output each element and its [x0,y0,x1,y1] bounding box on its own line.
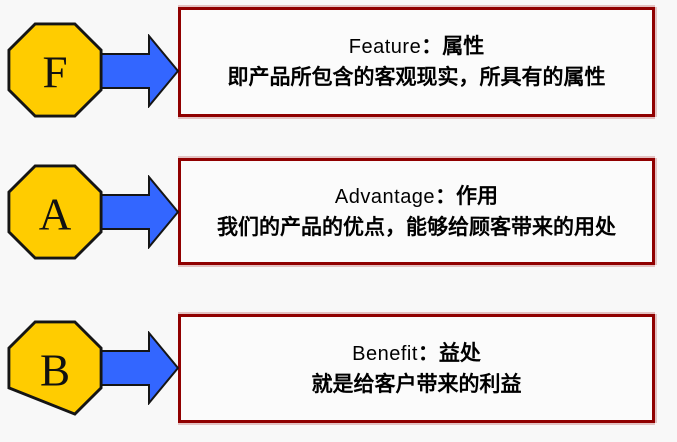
octagon-letter-f: F [42,47,67,97]
advantage-label-en: Advantage [334,185,436,208]
fab-row-advantage: A Advantage：作用 我们的产品的优点，能够给顾客带来的用处 [0,158,677,278]
feature-label-zh: ：属性 [421,35,485,58]
octagon-b-icon: B [7,320,103,416]
benefit-label-zh: ：益处 [417,341,481,365]
fab-row-feature: F Feature：属性 即产品所包含的客观现实，所具有的属性 [0,7,677,127]
advantage-box: Advantage：作用 我们的产品的优点，能够给顾客带来的用处 [178,158,655,265]
octagon-shape [7,320,103,416]
arrow-right-icon [99,331,180,405]
octagon-shape [7,22,103,118]
benefit-label-en: Benefit [352,342,418,365]
octagon-f-icon: F [7,22,103,118]
arrow-shape [99,331,180,405]
feature-box-description: 即产品所包含的客观现实，所具有的属性 [227,66,606,89]
arrow-shape [99,175,180,249]
benefit-box-description: 就是给客户带来的利益 [311,372,522,396]
advantage-box-description: 我们的产品的优点，能够给顾客带来的用处 [217,215,616,239]
arrow-right-icon [99,34,180,108]
benefit-box-title: Benefit：益处 [352,339,481,370]
feature-box: Feature：属性 即产品所包含的客观现实，所具有的属性 [178,7,655,117]
arrow-right-icon [99,175,180,249]
advantage-label-zh: ：作用 [435,184,499,208]
octagon-letter-b: B [40,345,70,395]
octagon-shape [7,164,103,260]
arrow-shape [99,34,180,108]
fab-row-benefit: B Benefit：益处 就是给客户带来的利益 [0,314,677,434]
advantage-box-title: Advantage：作用 [335,182,498,213]
feature-box-title: Feature：属性 [349,32,484,63]
feature-label-en: Feature [348,36,422,58]
octagon-letter-a: A [39,189,72,239]
octagon-a-icon: A [7,164,103,260]
benefit-box: Benefit：益处 就是给客户带来的利益 [178,314,655,423]
